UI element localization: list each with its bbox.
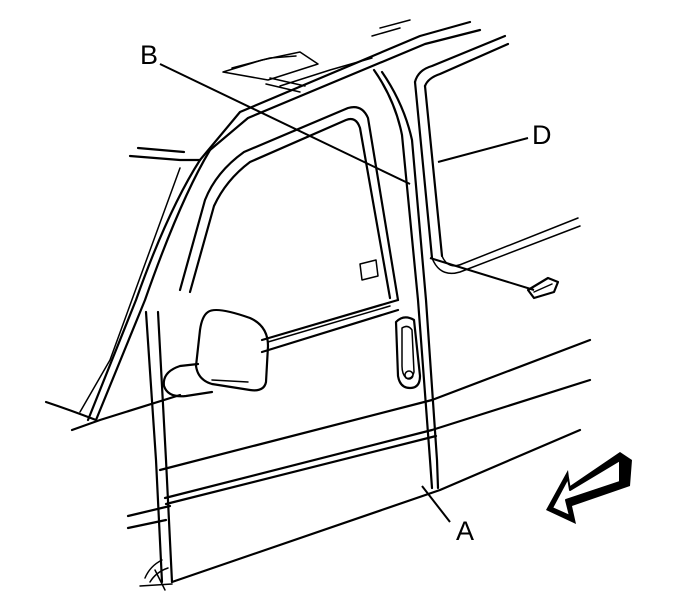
a-pillar <box>44 146 212 432</box>
weatherstrip-clip <box>526 276 560 300</box>
roof-outline <box>198 19 482 162</box>
b-pillar <box>372 68 440 490</box>
rear-side-window <box>413 34 581 275</box>
callout-label-a: A <box>456 516 474 546</box>
outside-mirror <box>162 308 270 398</box>
leader-lines <box>159 63 535 523</box>
leader-line-d <box>437 137 529 163</box>
leader-line-a <box>421 485 451 523</box>
leader-line-clip <box>429 257 535 291</box>
callout-label-d: D <box>532 120 552 150</box>
callout-label-b: B <box>140 40 158 70</box>
leader-line-b <box>159 63 411 185</box>
door-handle <box>394 316 422 390</box>
forward-direction-arrow-icon <box>546 452 632 524</box>
door-body-lines <box>126 310 592 591</box>
